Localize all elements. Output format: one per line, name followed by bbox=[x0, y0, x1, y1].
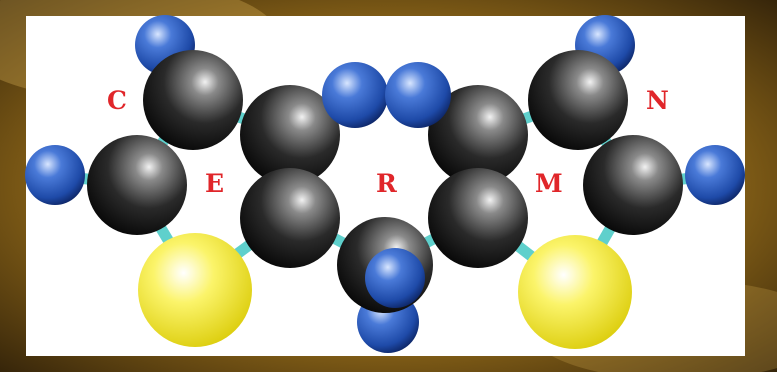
nitrogen-atom bbox=[322, 62, 388, 128]
label-r: R bbox=[376, 169, 397, 198]
carbon-atom bbox=[87, 135, 187, 235]
carbon-atom bbox=[143, 50, 243, 150]
carbon-atom bbox=[428, 85, 528, 185]
nitrogen-atom bbox=[385, 62, 451, 128]
nitrogen-atom bbox=[25, 145, 85, 205]
sulfur-atom bbox=[518, 235, 632, 349]
nitrogen-atom bbox=[685, 145, 745, 205]
carbon-atom bbox=[240, 168, 340, 268]
atoms bbox=[25, 15, 745, 353]
label-m: M bbox=[535, 169, 563, 198]
label-c: C bbox=[107, 86, 127, 115]
carbon-atom bbox=[528, 50, 628, 150]
label-e: E bbox=[205, 169, 224, 198]
nitrogen-atom bbox=[365, 248, 425, 308]
carbon-atom bbox=[428, 168, 528, 268]
carbon-atom bbox=[240, 85, 340, 185]
label-n: N bbox=[646, 86, 669, 115]
sulfur-atom bbox=[138, 233, 252, 347]
carbon-atom bbox=[583, 135, 683, 235]
